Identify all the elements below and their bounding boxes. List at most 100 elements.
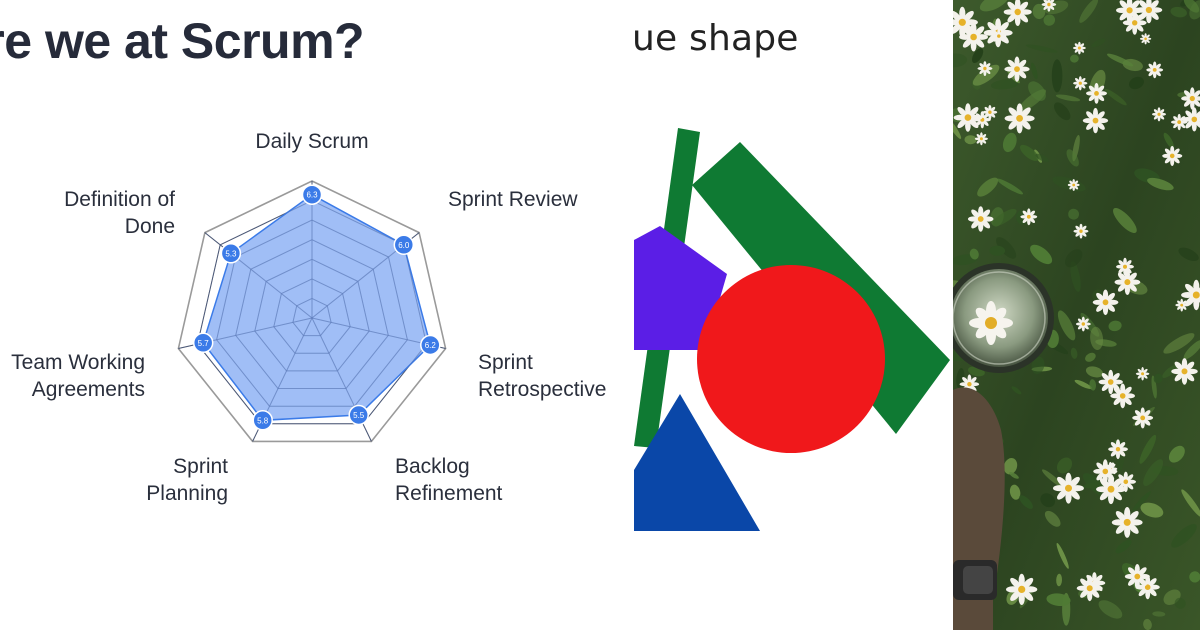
daisy — [1182, 107, 1200, 132]
radar-point — [252, 410, 273, 431]
leaf — [1019, 495, 1033, 509]
daisy — [1092, 289, 1119, 316]
leaf — [1129, 76, 1144, 90]
leaf — [1170, 6, 1187, 18]
leaf — [996, 178, 1024, 195]
leaf — [1028, 81, 1046, 101]
daisy — [1146, 61, 1164, 79]
radar-axis-label: Daily Scrum — [255, 130, 368, 153]
daisy — [1004, 103, 1035, 134]
radar-grid-ring — [177, 180, 447, 443]
daisy — [1175, 298, 1189, 312]
leaf — [1174, 597, 1186, 609]
radar-point — [192, 332, 214, 354]
daisy — [1181, 87, 1200, 110]
leaf — [1065, 249, 1083, 268]
leaf — [1009, 484, 1021, 500]
leaf — [1152, 611, 1166, 617]
hand-holding-magnifier — [953, 387, 1005, 630]
leaf — [1132, 491, 1151, 512]
leaf — [953, 117, 962, 139]
leaf — [1181, 489, 1200, 518]
leaf — [1040, 493, 1056, 508]
leaf — [969, 248, 979, 260]
leaf — [1035, 153, 1049, 163]
leaf — [1030, 244, 1053, 265]
daisy — [1110, 383, 1135, 409]
daisy — [1020, 208, 1038, 226]
leaf — [1163, 132, 1174, 149]
daisy — [1135, 366, 1150, 381]
radar-markers: 6.36.06.25.55.85.75.3 — [192, 184, 441, 431]
leaf — [1171, 523, 1197, 548]
leaf — [1020, 144, 1039, 161]
daisy — [1082, 107, 1109, 134]
leaf — [1070, 347, 1078, 359]
leaf — [979, 0, 1009, 12]
leaf — [1151, 375, 1157, 399]
leaf — [1074, 379, 1092, 389]
leaf — [1055, 94, 1081, 102]
daisy — [1114, 269, 1141, 295]
leaf — [1056, 573, 1063, 587]
leaf — [1143, 459, 1164, 487]
radar-point — [301, 184, 323, 205]
leaf — [1183, 0, 1200, 13]
leaf — [1032, 3, 1046, 20]
blue-triangle-shape — [634, 394, 760, 531]
leaf — [977, 177, 999, 197]
daisy — [1041, 0, 1057, 12]
radar-value-label: 5.5 — [353, 411, 365, 420]
leaf — [1043, 14, 1056, 26]
leaf — [1042, 469, 1063, 487]
radar-series — [178, 181, 446, 442]
leaf — [964, 135, 977, 145]
leaf — [1054, 102, 1071, 121]
magnifying-glass-icon — [953, 263, 1054, 373]
leaf — [1057, 310, 1076, 341]
radar-grid-overlay — [235, 239, 389, 389]
leaf — [1066, 149, 1079, 167]
daisy — [1073, 41, 1086, 55]
leaf — [1143, 618, 1152, 630]
daisy — [1003, 0, 1032, 26]
leaf — [1003, 458, 1018, 475]
shapes-illustration — [634, 128, 950, 531]
daisy — [1140, 33, 1152, 45]
daisy — [1093, 459, 1118, 484]
radar-grid-overlay — [254, 258, 370, 372]
slide-title: are we at Scrum? — [0, 13, 365, 69]
leaf — [1070, 261, 1081, 292]
daisy — [1152, 107, 1166, 122]
flower-field-photo — [953, 0, 1200, 630]
daisy — [967, 206, 994, 232]
leaf — [1098, 600, 1123, 619]
daisy — [959, 22, 988, 52]
leaf — [953, 53, 968, 68]
leaf — [1070, 54, 1079, 63]
daisy — [953, 103, 983, 132]
leaf — [1031, 356, 1045, 374]
leaf — [1104, 88, 1127, 106]
leaf — [1091, 38, 1106, 48]
leaf — [1115, 539, 1132, 554]
daisy — [1073, 223, 1089, 239]
daisy — [1171, 113, 1188, 131]
leaf — [1079, 0, 1099, 23]
daisy — [1122, 10, 1147, 35]
leaf — [996, 237, 1017, 259]
daisy — [1075, 316, 1091, 332]
leaf — [1140, 502, 1164, 518]
daisy — [1162, 145, 1183, 166]
daisy — [977, 61, 993, 77]
leaf — [1089, 379, 1097, 391]
daisy — [1086, 82, 1107, 104]
leaf — [1044, 510, 1061, 527]
leaf — [1139, 434, 1157, 464]
leaf — [1168, 445, 1185, 463]
